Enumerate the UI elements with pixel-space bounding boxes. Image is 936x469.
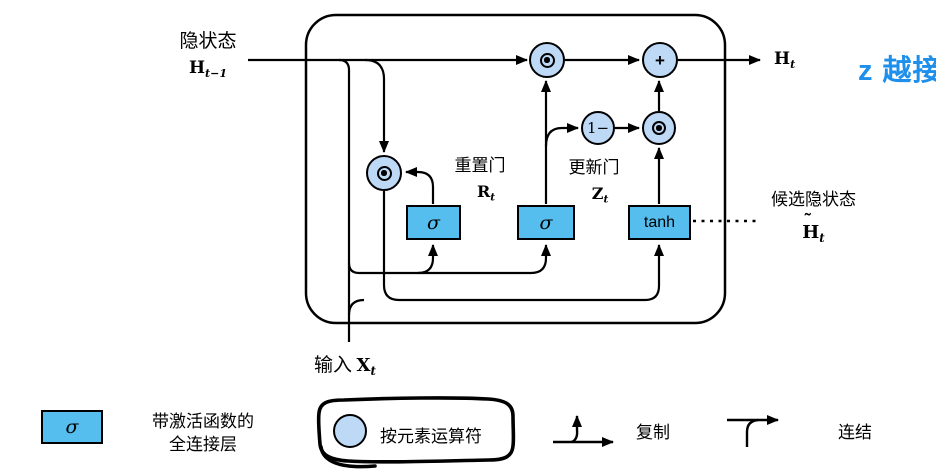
tanh-label: tanh — [643, 213, 676, 231]
odot-icon — [539, 52, 555, 68]
add-node: + — [642, 42, 678, 78]
reset-gate-fc-box: σ — [406, 205, 461, 240]
input-label: 输入 — [314, 355, 353, 376]
sigma-label: σ — [427, 211, 440, 234]
hand-drawn-frame — [316, 396, 516, 464]
wire-resetodot-to-tanh — [382, 191, 664, 302]
wire-resetsigma-to-odot — [405, 167, 435, 204]
wire-z-to-oneminus — [544, 123, 579, 147]
gru-cell-boundary — [304, 13, 727, 325]
odot-icon — [376, 165, 392, 181]
wire-concat-to-update-sigma — [347, 244, 551, 275]
legend-fc-text: 带激活函数的 全连接层 — [152, 412, 254, 454]
elementwise-multiply-node-1 — [529, 42, 565, 78]
legend-copy-label: 复制 — [636, 423, 670, 442]
elementwise-multiply-node-reset — [366, 155, 402, 191]
reset-gate-math: Rt — [476, 182, 496, 204]
legend-fc-box: σ — [41, 410, 103, 444]
one-minus-label: 1− — [586, 118, 610, 137]
legend-sigma-label: σ — [65, 416, 79, 438]
reset-gate-label: 重置门 — [454, 156, 506, 175]
copy-icon — [553, 415, 614, 447]
candidate-state-math: ˜Ht — [802, 210, 825, 246]
hand-drawn-frame-tail — [319, 445, 377, 469]
legend-elementwise-circle — [333, 414, 367, 448]
input-math: Xt — [356, 355, 376, 379]
wire-concat-trunk — [338, 58, 351, 342]
wire-h-to-reset-odot — [364, 58, 389, 153]
concat-icon — [727, 415, 779, 447]
hidden-state-label: 隐状态 — [179, 31, 237, 52]
sigma-label: σ — [539, 211, 553, 234]
candidate-state-label: 候选隐状态 — [771, 190, 856, 209]
legend-concat-label: 连结 — [838, 423, 872, 442]
hidden-state-math: Ht−1 — [188, 58, 228, 80]
legend-elementwise-label: 按元素运算符 — [380, 427, 482, 446]
wire-x-merge-candidate — [347, 298, 365, 316]
update-gate-math: Zt — [591, 184, 609, 206]
elementwise-multiply-node-2 — [642, 111, 676, 145]
plus-icon: + — [655, 50, 665, 70]
update-gate-fc-box: σ — [517, 205, 575, 240]
update-gate-label: 更新门 — [568, 158, 620, 177]
odot-icon — [652, 121, 666, 135]
wire-concat-to-reset-sigma — [417, 244, 438, 275]
output-state-math: Ht — [774, 49, 796, 71]
one-minus-node: 1− — [581, 111, 615, 145]
input-label-group: 输入 Xt — [314, 355, 376, 378]
annotation-note: z 越接 — [858, 55, 936, 87]
candidate-tanh-box: tanh — [628, 205, 691, 240]
